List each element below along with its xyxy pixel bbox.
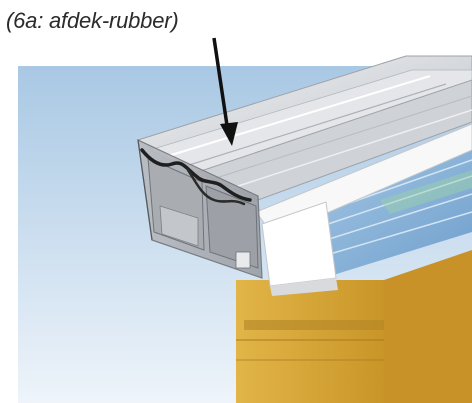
gutter-profile-top <box>136 55 472 201</box>
side-frame <box>255 123 472 296</box>
wooden-post <box>236 250 472 403</box>
roof-panels <box>300 142 472 276</box>
cover-rubber <box>140 148 252 202</box>
callout-arrow <box>212 37 238 146</box>
callout-label: (6a: afdek-rubber) <box>6 8 179 33</box>
gutter-end-section <box>137 138 263 279</box>
cover-rubber-lip <box>186 168 246 206</box>
